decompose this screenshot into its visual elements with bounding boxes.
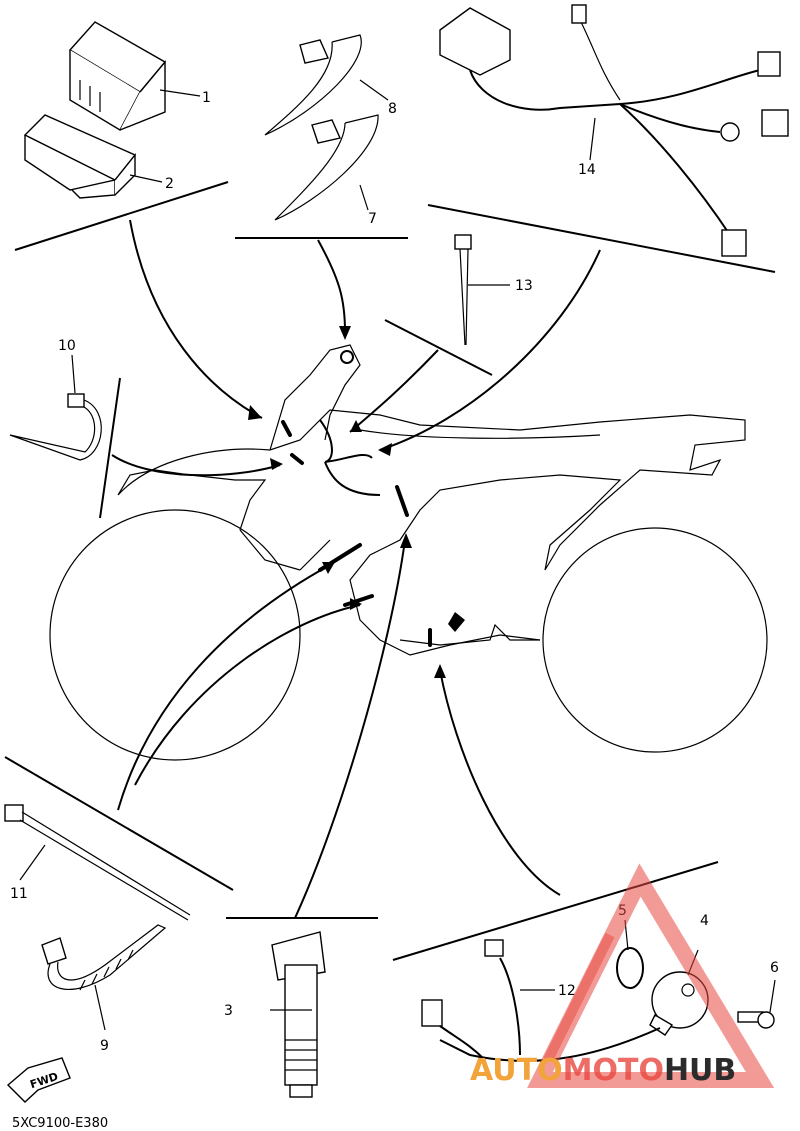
wire-harness [439, 4, 789, 257]
fwd-direction-arrow: FWD [6, 1057, 71, 1103]
callout-1: 1 [202, 90, 211, 106]
arrowhead [400, 533, 412, 548]
callout-13: 13 [515, 278, 533, 294]
callout-7: 7 [368, 211, 377, 227]
arrow-sensor [439, 669, 561, 896]
watermark-triangle [527, 863, 775, 1088]
fork [269, 344, 361, 451]
watermark: AUTOMOTOHUB [470, 863, 775, 1088]
arrow-cdi [129, 219, 263, 419]
bracket-band [384, 319, 493, 376]
rear-wheel [542, 527, 768, 753]
arrow-band [349, 349, 439, 433]
callout-12: 12 [558, 983, 576, 999]
bracket-cdi [14, 181, 229, 251]
band-9 [41, 924, 167, 991]
sensor-lead-wire [421, 939, 521, 1061]
arrowhead [350, 420, 362, 432]
arrowhead [434, 664, 446, 678]
group-brackets [4, 181, 776, 961]
frame-outline [117, 409, 746, 656]
arrowhead [248, 405, 262, 420]
bracket-tie [4, 756, 234, 891]
clamp-10 [9, 393, 102, 461]
pickup-sensor [439, 971, 709, 1062]
motorcycle-outline [49, 344, 768, 761]
callout-6: 6 [770, 960, 779, 976]
callout-leaders [19, 79, 776, 1031]
bracket-clamp [99, 377, 121, 519]
cable-tie-13 [454, 234, 472, 346]
callout-14: 14 [578, 162, 596, 178]
bracket-sensor [392, 861, 719, 961]
arrowhead [270, 458, 283, 470]
callout-9: 9 [100, 1038, 109, 1054]
arrow-coupler [317, 239, 346, 333]
wire-band-8 [264, 34, 362, 136]
callout-4: 4 [700, 913, 709, 929]
wire-band-7 [274, 114, 379, 221]
arrow-harness [379, 249, 601, 451]
rectifier-regulator [23, 114, 137, 199]
cdi-unit [68, 21, 167, 131]
callout-10: 10 [58, 338, 76, 354]
bracket-harness [427, 204, 776, 273]
arrowhead [378, 443, 392, 456]
callout-11: 11 [10, 886, 28, 902]
watermark-text: AUTOMOTOHUB [470, 1053, 736, 1088]
watermark-auto: AUTO [470, 1053, 563, 1088]
bolt [737, 1011, 775, 1029]
arrowhead [339, 326, 351, 340]
arrow-tie-1 [117, 564, 331, 811]
leader-arrows [111, 219, 601, 919]
cable-tie-11 [4, 804, 191, 921]
arrow-clamp [111, 454, 281, 477]
watermark-moto: MOTO [563, 1053, 664, 1088]
callout-2: 2 [165, 176, 174, 192]
arrow-coil [294, 539, 406, 919]
callout-8: 8 [388, 101, 397, 117]
callout-3: 3 [224, 1003, 233, 1019]
o-ring [616, 947, 644, 989]
drawing-code: 5XC9100-E380 [12, 1116, 108, 1131]
arrow-tie-2 [134, 604, 361, 786]
watermark-hub: HUB [664, 1053, 736, 1088]
front-wheel [49, 509, 301, 761]
swingarm [399, 623, 540, 646]
bike-harness-routing [281, 350, 465, 647]
seat-line [359, 429, 601, 439]
ignition-coil [271, 931, 326, 1098]
